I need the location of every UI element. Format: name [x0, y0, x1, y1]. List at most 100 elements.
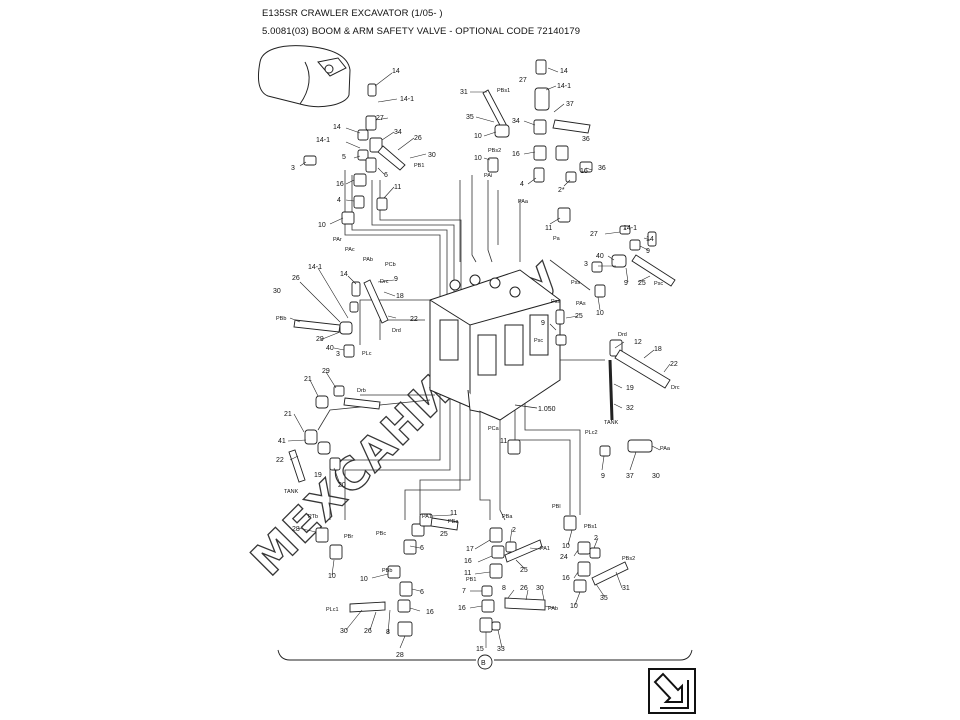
section-bracket — [277, 649, 693, 670]
callout-20: 20 — [338, 482, 346, 489]
callout-10: 10 — [570, 603, 578, 610]
port-Drc: Drc — [380, 279, 389, 285]
callout-10: 10 — [318, 222, 326, 229]
port-PBl: PBl — [552, 504, 561, 510]
callout-8: 8 — [386, 629, 390, 636]
callout-10: 10 — [360, 576, 368, 583]
callout-31: 31 — [622, 585, 630, 592]
callout-16: 16 — [512, 151, 520, 158]
port-PA1: PA1 — [422, 514, 432, 520]
port-PBs1: PBs1 — [497, 88, 510, 94]
callout-19: 19 — [626, 385, 634, 392]
callout-7: 7 — [462, 588, 466, 595]
callout-16: 16 — [336, 181, 344, 188]
callout-35: 35 — [600, 595, 608, 602]
port-PLc2: PLc2 — [585, 430, 598, 436]
port-PAa: PAa — [660, 446, 671, 452]
port-PAb: PAb — [363, 257, 373, 263]
callout-14: 14 — [560, 68, 568, 75]
callout-36: 36 — [598, 165, 606, 172]
arrow-icon — [648, 668, 696, 714]
port-PB1: PB1 — [414, 163, 424, 169]
callout-30: 30 — [273, 288, 281, 295]
callout-18: 18 — [654, 346, 662, 353]
hydraulic-schematic: МЕХСАНИКЕ.РУ — [241, 45, 693, 670]
callout-16: 16 — [580, 168, 588, 175]
callout-10: 10 — [474, 133, 482, 140]
callout-27: 27 — [590, 231, 598, 238]
callout-26: 26 — [364, 628, 372, 635]
callout-14-1: 14-1 — [308, 264, 322, 271]
port-Pa: Pa — [553, 236, 561, 242]
callout-16: 16 — [458, 605, 466, 612]
diagram-subtitle: 5.0081(03) BOOM & ARM SAFETY VALVE - OPT… — [262, 26, 581, 37]
callout-11: 11 — [394, 184, 401, 191]
callout-11: 11 — [500, 438, 507, 445]
port-PCb: PCb — [385, 262, 396, 268]
callout-17: 17 — [466, 546, 474, 553]
callout-30: 30 — [428, 152, 436, 159]
port-Drb: Drb — [357, 388, 366, 394]
callout-36: 36 — [582, 136, 590, 143]
callout-3: 3 — [291, 165, 295, 172]
callout-10: 10 — [328, 573, 336, 580]
main-valve-callout: 1.050 — [514, 404, 556, 413]
callout-37: 37 — [566, 101, 574, 108]
callout-11: 11 — [464, 570, 471, 577]
port-PCa: PCa — [488, 426, 500, 432]
port-Drc: Drc — [671, 385, 680, 391]
callout-26: 26 — [414, 135, 422, 142]
callout-30: 30 — [340, 628, 348, 635]
port-PBb: PBb — [276, 316, 286, 322]
port-PAa: PAa — [518, 199, 529, 205]
callout-9: 9 — [394, 276, 398, 283]
callout-27: 27 — [376, 115, 384, 122]
callout-22: 22 — [276, 457, 284, 464]
callout-5: 5 — [342, 154, 346, 161]
callout-29: 29 — [322, 368, 330, 375]
callout-25: 25 — [520, 567, 528, 574]
callout-4: 4 — [520, 181, 524, 188]
port-Psc: Psc — [654, 281, 663, 287]
callout-25: 25 — [575, 313, 583, 320]
callout-14: 14 — [340, 271, 348, 278]
leader-lines — [287, 67, 671, 649]
callout-9: 9 — [624, 280, 628, 287]
callout-14: 14 — [333, 124, 341, 131]
port-PLc1: PLc1 — [326, 607, 339, 613]
port-PBb: PBb — [382, 568, 392, 574]
callout-21: 21 — [284, 411, 292, 418]
port-TANK: TANK — [284, 489, 299, 495]
port-Drd: Drd — [618, 332, 627, 338]
port-PA1: PA1 — [540, 546, 550, 552]
callout-35: 35 — [466, 114, 474, 121]
callout-6: 6 — [384, 172, 388, 179]
callout-15: 15 — [476, 646, 484, 653]
callout-26: 26 — [292, 275, 300, 282]
callout-29: 29 — [316, 336, 324, 343]
callout-6: 6 — [420, 589, 424, 596]
callout-14-1: 14-1 — [316, 137, 330, 144]
port-TANK: TANK — [604, 420, 619, 426]
port-PBa: PBa — [448, 519, 459, 525]
callout-21: 21 — [304, 376, 312, 383]
callout-14: 14 — [392, 68, 400, 75]
callout-32: 32 — [626, 405, 634, 412]
port-Pss: Pss — [571, 280, 580, 286]
port-PBr: PBr — [344, 534, 353, 540]
callout-26: 26 — [520, 585, 528, 592]
callout-40: 40 — [326, 345, 334, 352]
callout-25: 25 — [440, 531, 448, 538]
port-PAr: PAr — [333, 237, 342, 243]
callout-11: 11 — [545, 225, 552, 232]
callout-14-1: 14-1 — [400, 96, 414, 103]
port-PBc: PBc — [376, 531, 386, 537]
callout-30: 30 — [652, 473, 660, 480]
port-Drd: Drd — [392, 328, 401, 334]
callout-16: 16 — [426, 609, 434, 616]
callout-8: 8 — [502, 585, 506, 592]
callout-41: 41 — [278, 438, 286, 445]
callout-9: 9 — [541, 320, 545, 327]
callout-14-1: 14-1 — [623, 225, 637, 232]
next-page-button[interactable] — [648, 668, 696, 714]
